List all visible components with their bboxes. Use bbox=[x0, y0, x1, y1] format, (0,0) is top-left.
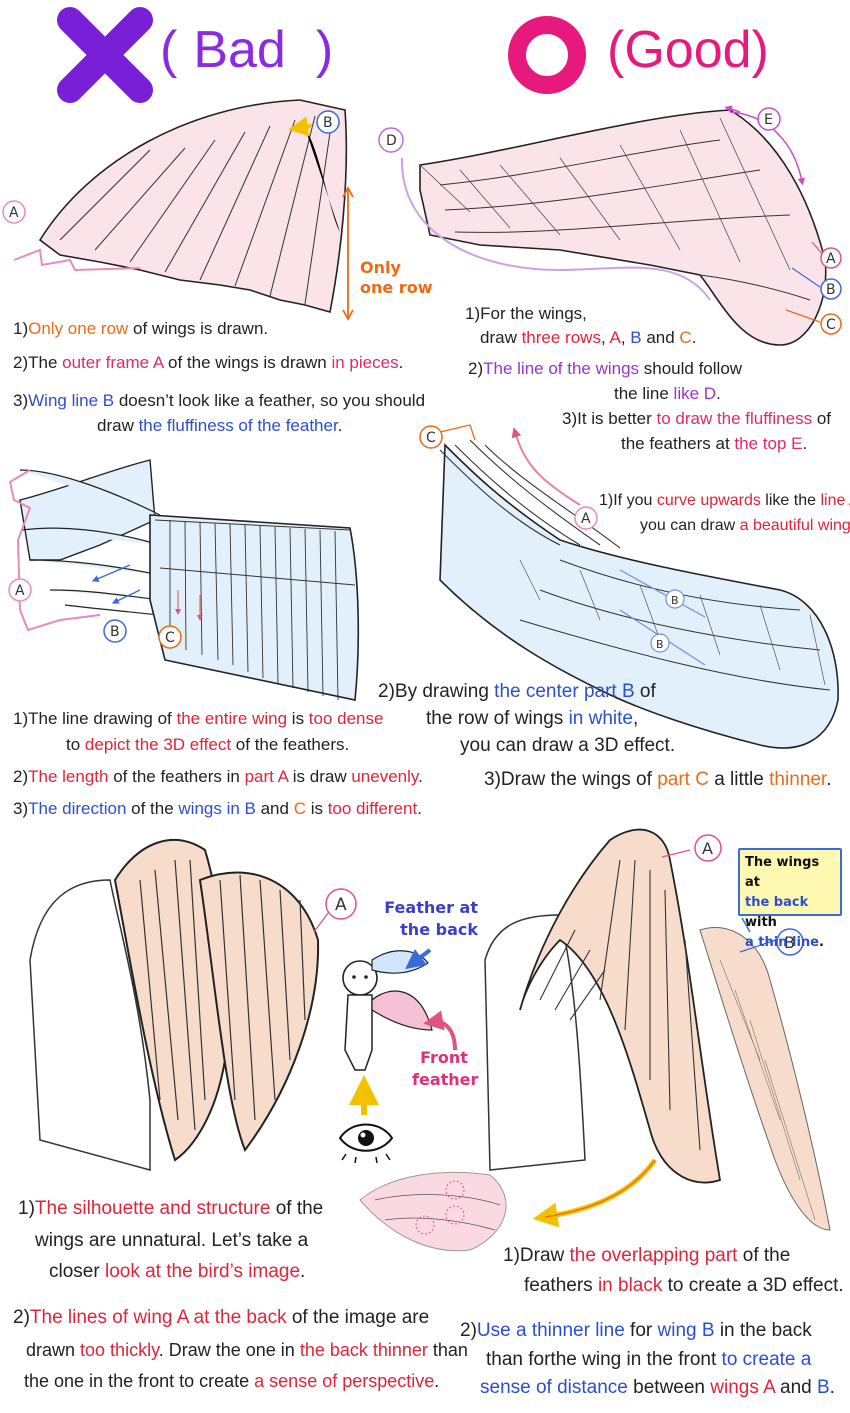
s1-good-note-3-cont: the feathers at the top E. bbox=[621, 434, 808, 453]
bad-heading: (Bad) bbox=[160, 21, 334, 79]
s1-good-note-2: 2)The line of the wings should follow bbox=[468, 359, 743, 378]
bad-wing-single-row bbox=[13, 99, 354, 321]
s2-good-note-2-cont: the row of wings in white, bbox=[426, 708, 639, 729]
marker-a-s1-bad: A bbox=[2, 200, 26, 224]
svg-text:D: D bbox=[386, 133, 397, 149]
s1-good-note-3: 3)It is better to draw the fluffiness of bbox=[562, 409, 831, 428]
svg-text:B: B bbox=[323, 115, 333, 131]
s2-bad-note-3: 3)The direction of the wings in B and C … bbox=[13, 799, 422, 818]
svg-text:C: C bbox=[426, 430, 436, 446]
s1-good-note-1: 1)For the wings, bbox=[465, 304, 587, 323]
good-torso-with-wings bbox=[359, 828, 831, 1252]
svg-text:A: A bbox=[9, 205, 19, 221]
only-one-row-annotation: Only one row bbox=[360, 258, 433, 297]
marker-d-s1-good: D bbox=[378, 127, 404, 153]
s3-bad-note-2: 2)The lines of wing A at the back of the… bbox=[13, 1307, 430, 1328]
s1-bad-note-2: 2)The outer frame A of the wings is draw… bbox=[13, 353, 404, 372]
svg-text:B: B bbox=[826, 282, 836, 298]
bad-wing-dense-lines bbox=[8, 459, 360, 701]
svg-text:B: B bbox=[784, 933, 795, 952]
marker-e-s1-good: E bbox=[757, 107, 781, 131]
svg-text:C: C bbox=[826, 317, 836, 333]
s1-bad-note-1: 1)Only one row of wings is drawn. bbox=[13, 319, 269, 338]
s2-good-note-1: 1)If you curve upwards like the line A, bbox=[599, 492, 850, 509]
marker-b-s3-good: B bbox=[776, 928, 804, 956]
s3-good-note-1-cont: feathers in black to create a 3D effect. bbox=[524, 1275, 844, 1296]
s3-bad-note-1-cont2: closer look at the bird’s image. bbox=[49, 1261, 306, 1282]
s3-bad-note-2-cont2: the one in the front to create a sense o… bbox=[24, 1371, 440, 1391]
marker-a-s2-bad: A bbox=[8, 578, 32, 602]
svg-text:B: B bbox=[110, 624, 120, 640]
bad-torso-with-wings bbox=[29, 839, 329, 1171]
marker-b-s2-bad: B bbox=[103, 619, 127, 643]
s2-bad-note-1: 1)The line drawing of the entire wing is… bbox=[13, 709, 384, 728]
s2-good-note-2: 2)By drawing the center part B of bbox=[378, 681, 656, 702]
x-mark-icon bbox=[57, 7, 153, 103]
s2-good-note-1-cont: you can draw a beautiful wing. bbox=[640, 517, 850, 534]
bad-label: Bad bbox=[193, 21, 286, 79]
svg-text:A: A bbox=[335, 895, 347, 915]
eye-icon bbox=[338, 1123, 394, 1164]
marker-b-s1-good: B bbox=[820, 278, 842, 300]
good-heading: (Good) bbox=[607, 21, 769, 79]
marker-c-s1-good: C bbox=[820, 313, 842, 335]
marker-a-s3-bad: A bbox=[325, 888, 357, 920]
marker-c-s2-bad: C bbox=[158, 625, 182, 649]
front-feather-annotation: Front feather bbox=[412, 1048, 479, 1089]
marker-a-s2-good: A bbox=[574, 506, 598, 530]
marker-b1-s2-good: B bbox=[665, 589, 685, 609]
marker-a-s3-good: A bbox=[694, 834, 722, 862]
s3-bad-note-2-cont: drawn too thickly. Draw the one in the b… bbox=[26, 1340, 468, 1360]
marker-b2-s2-good: B bbox=[650, 633, 670, 653]
svg-text:B: B bbox=[671, 594, 679, 607]
circle-o-icon bbox=[508, 16, 586, 94]
good-wing-curved bbox=[439, 424, 839, 749]
feather-at-back-annotation: Feather at the back bbox=[384, 898, 478, 939]
marker-b-s1-bad: B bbox=[316, 110, 340, 134]
s1-bad-note-3: 3)Wing line B doesn’t look like a feathe… bbox=[13, 391, 426, 410]
s1-good-note-2-cont: the line like D. bbox=[614, 384, 721, 403]
svg-text:B: B bbox=[656, 638, 664, 651]
svg-text:C: C bbox=[165, 630, 175, 646]
s3-good-note-2-cont: than forthe wing in the front to create … bbox=[486, 1349, 812, 1370]
s1-bad-note-3-cont: draw the fluffiness of the feather. bbox=[97, 416, 343, 435]
s2-bad-note-1-cont: to depict the 3D effect of the feathers. bbox=[66, 735, 350, 754]
s3-good-note-2: 2)Use a thinner line for wing B in the b… bbox=[460, 1320, 812, 1341]
s1-good-note-1-cont: draw three rows, A, B and C. bbox=[480, 328, 697, 347]
marker-a-s1-good: A bbox=[820, 247, 842, 269]
svg-text:A: A bbox=[826, 251, 836, 267]
s2-good-note-3: 3)Draw the wings of part C a little thin… bbox=[484, 769, 832, 790]
s3-bad-note-1: 1)The silhouette and structure of the bbox=[18, 1198, 324, 1219]
s3-bad-note-1-cont: wings are unnatural. Let’s take a bbox=[35, 1230, 309, 1251]
svg-text:A: A bbox=[15, 583, 25, 599]
marker-c-s2-good: C bbox=[419, 425, 443, 449]
good-label: Good bbox=[624, 21, 752, 79]
s3-good-note-2-cont2: sense of distance between wings A and B. bbox=[480, 1377, 835, 1398]
svg-text:A: A bbox=[581, 511, 591, 527]
s3-good-note-1: 1)Draw the overlapping part of the bbox=[503, 1245, 791, 1266]
speech-bubble: The wings at the back with a thin line. bbox=[738, 848, 842, 950]
stick-figure-illustration bbox=[342, 948, 457, 1115]
s2-good-note-2-cont2: you can draw a 3D effect. bbox=[460, 735, 676, 756]
s2-bad-note-2: 2)The length of the feathers in part A i… bbox=[13, 767, 423, 786]
svg-text:E: E bbox=[764, 112, 773, 128]
svg-text:A: A bbox=[702, 839, 713, 858]
